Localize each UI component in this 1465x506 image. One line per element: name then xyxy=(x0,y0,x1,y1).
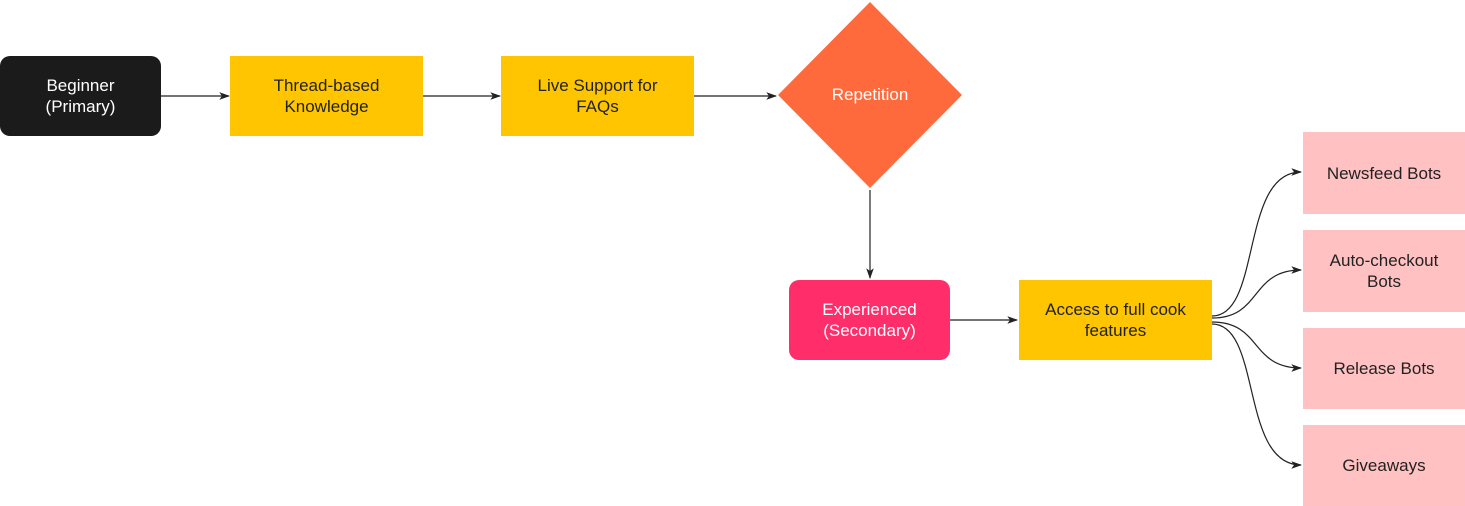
beginner-node[interactable]: Beginner (Primary) xyxy=(0,56,161,136)
giveaways-node[interactable]: Giveaways xyxy=(1303,425,1465,506)
edge-full-cook-to-giveaways xyxy=(1211,323,1303,469)
edge-full-cook-to-autocheckout xyxy=(1211,266,1303,319)
thread-knowledge-label: Thread-based Knowledge xyxy=(273,76,380,116)
repetition-diamond[interactable] xyxy=(778,2,962,188)
newsfeed-bots-label: Newsfeed Bots xyxy=(1326,163,1442,183)
edge-full-cook-to-newsfeed xyxy=(1211,168,1303,317)
full-cook-access-node[interactable]: Access to full cook features xyxy=(1019,280,1212,360)
giveaways-label: Giveaways xyxy=(1342,456,1426,475)
full-cook-access-label: Access to full cook features xyxy=(1045,300,1186,340)
beginner-label: Beginner (Primary) xyxy=(45,76,116,116)
repetition-label: Repetition xyxy=(831,85,909,104)
thread-knowledge-node[interactable]: Thread-based Knowledge xyxy=(230,56,423,136)
release-bots-label: Release Bots xyxy=(1333,359,1435,378)
experienced-node[interactable]: Experienced (Secondary) xyxy=(789,280,950,360)
live-support-label: Live Support for FAQs xyxy=(537,76,658,116)
release-bots-node[interactable]: Release Bots xyxy=(1303,328,1465,409)
autocheckout-bots-label: Auto-checkout Bots xyxy=(1329,251,1439,291)
autocheckout-bots-node[interactable]: Auto-checkout Bots xyxy=(1303,230,1465,312)
newsfeed-bots-node[interactable]: Newsfeed Bots xyxy=(1303,132,1465,214)
edge-full-cook-to-release xyxy=(1211,321,1303,372)
experienced-label: Experienced (Secondary) xyxy=(822,300,917,340)
live-support-node[interactable]: Live Support for FAQs xyxy=(501,56,694,136)
